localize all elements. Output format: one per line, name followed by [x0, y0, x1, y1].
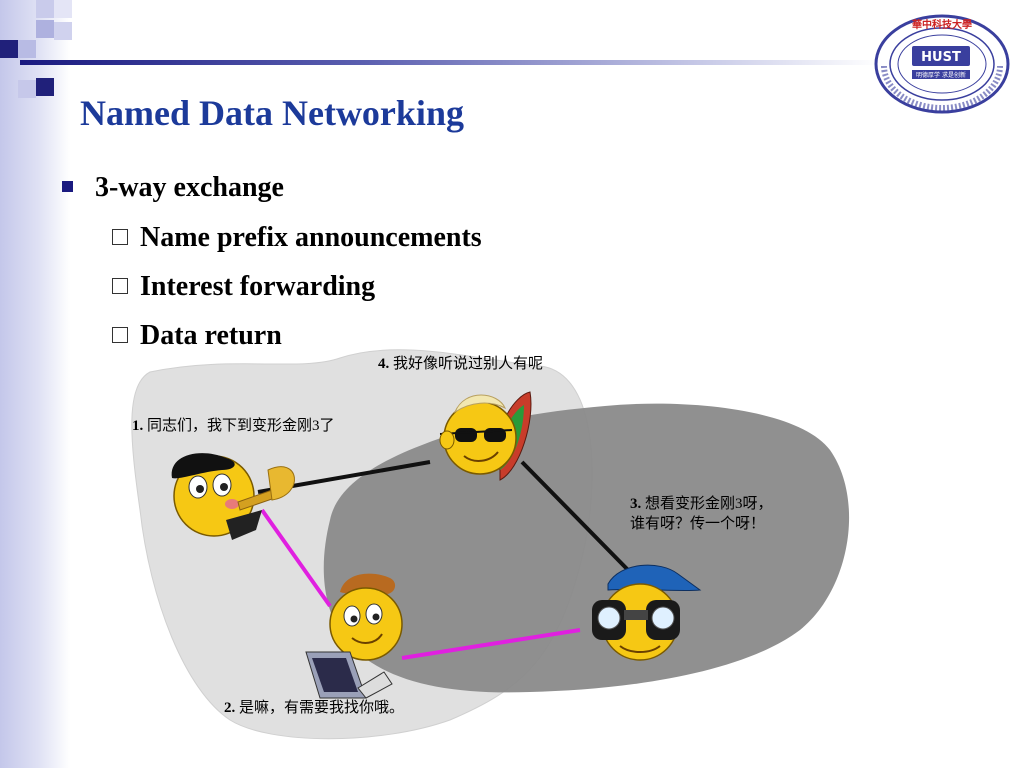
left-decoration-bar — [0, 0, 70, 768]
square-bullet-icon — [62, 181, 73, 193]
header-rule — [20, 60, 880, 65]
sub-bullet-text: Name prefix announcements — [140, 222, 482, 253]
caption-2: 2. 是嘛，有需要我找你哦。 — [224, 698, 404, 718]
hollow-square-bullet-icon — [112, 277, 128, 294]
decor-square — [18, 40, 36, 58]
slide-title: Named Data Networking — [80, 93, 464, 133]
hollow-square-bullet-icon — [112, 326, 128, 343]
sub-bullet-item: Data return — [112, 320, 282, 352]
caption-number: 4. — [378, 356, 390, 372]
sub-bullet-text: Data return — [140, 320, 282, 351]
decor-square — [54, 22, 72, 40]
bullet-text: 3-way exchange — [95, 172, 284, 203]
smiley-sunglasses-icon — [439, 391, 532, 481]
hollow-square-bullet-icon — [112, 228, 128, 245]
smiley-trumpet-icon — [171, 453, 295, 540]
caption-3: 3. 想看变形金刚3呀， 谁有呀？传一个呀！ — [630, 494, 773, 534]
university-logo: HUST 明德厚学 求是创新 華中科技大學 — [874, 14, 1010, 114]
decor-square — [18, 80, 36, 98]
caption-text: 是嘛，有需要我找你哦。 — [239, 700, 405, 716]
caption-text: 想看变形金刚3呀， — [645, 496, 773, 512]
sub-bullet-item: Interest forwarding — [112, 271, 375, 303]
link-2-3 — [401, 628, 581, 660]
caption-text: 谁有呀？传一个呀！ — [630, 516, 766, 532]
caption-4: 4. 我好像听说过别人有呢 — [378, 354, 543, 374]
decor-square — [36, 78, 54, 96]
link-4-3 — [520, 460, 632, 574]
caption-text: 同志们，我下到变形金刚3了 — [147, 418, 335, 434]
svg-text:明德厚学 求是创新: 明德厚学 求是创新 — [916, 71, 966, 79]
dark-region — [323, 403, 850, 693]
caption-1: 1. 同志们，我下到变形金刚3了 — [132, 416, 335, 436]
caption-number: 2. — [224, 700, 236, 716]
sub-bullet-text: Interest forwarding — [140, 271, 376, 302]
svg-text:HUST: HUST — [921, 50, 961, 65]
caption-number: 1. — [132, 418, 144, 434]
smiley-binoculars-icon — [592, 564, 702, 661]
sub-bullet-item: Name prefix announcements — [112, 222, 482, 254]
caption-number: 3. — [630, 496, 642, 512]
link-1-2 — [260, 508, 332, 608]
svg-text:華中科技大學: 華中科技大學 — [912, 18, 972, 31]
decor-square — [36, 20, 54, 38]
decor-square — [36, 0, 54, 18]
bullet-item: 3-way exchange — [62, 172, 284, 204]
decor-square — [54, 0, 72, 18]
decor-square — [0, 40, 18, 58]
caption-text: 我好像听说过别人有呢 — [393, 356, 544, 372]
smiley-laptop-icon — [305, 573, 403, 699]
